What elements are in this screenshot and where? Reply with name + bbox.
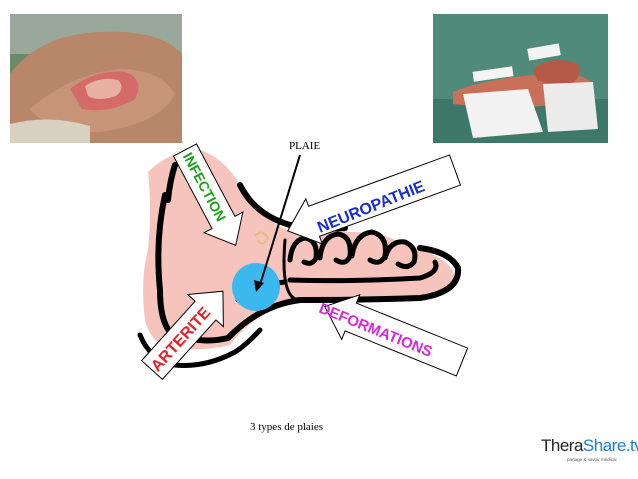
- logo-tagline: partage & savoir médical: [567, 457, 617, 462]
- logo-text-tv: .tv: [625, 436, 638, 455]
- logo-text-thera: Thera: [541, 436, 583, 455]
- plaie-pointer-head: [254, 280, 264, 292]
- deformations-arrow: [324, 293, 469, 377]
- logo-text-share: Share: [582, 436, 626, 455]
- bandaged-foot-photo: [433, 14, 608, 143]
- toes: [287, 229, 418, 270]
- plaie-pointer-line: [259, 154, 301, 286]
- neuropathie-arrow: [287, 154, 462, 245]
- plaie-label: PLAIE: [289, 140, 321, 152]
- foot-wound-photo: [10, 14, 182, 143]
- diabetic-foot-diagram: INFECTION NEUROPATHIE ARTERITE DEFORMATI…: [137, 143, 469, 380]
- slide-caption: 3 types de plaies: [250, 421, 324, 433]
- therashare-logo[interactable]: TheraShare.tv partage & savoir médical: [541, 436, 638, 466]
